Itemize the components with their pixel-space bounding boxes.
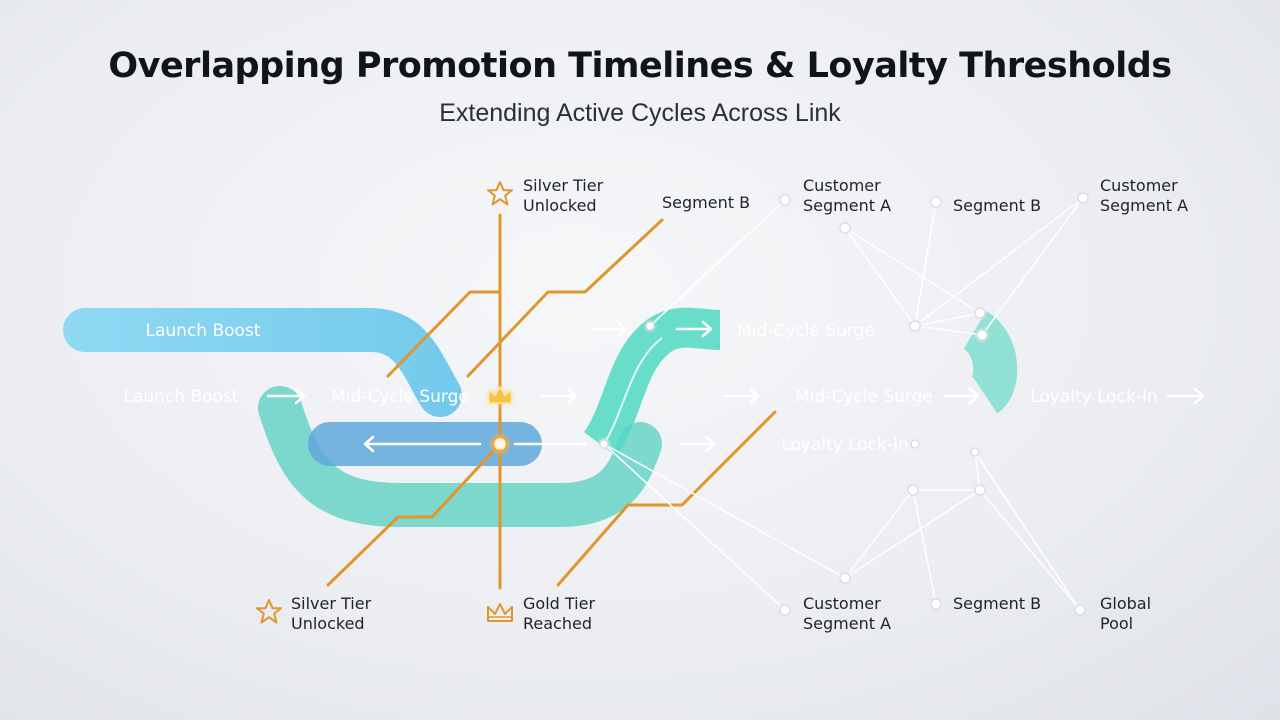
segment-label-global-pool-line2: Pool [1100, 614, 1133, 633]
network-node [779, 194, 791, 206]
network-node [1077, 192, 1089, 204]
segment-label-segment-b-top: Segment B [953, 196, 1041, 215]
network-node [645, 321, 655, 331]
network-node [976, 329, 988, 341]
network-node [974, 307, 986, 319]
diagram-subtitle: Extending Active Cycles Across Link [439, 99, 841, 127]
segment-label-customer-a-bottom-line1: Customer [803, 594, 881, 613]
milestone-gold-tier-line1: Gold Tier [523, 594, 595, 613]
crown-icon [488, 385, 512, 404]
segment-label-customer-a-top-1-line2: Segment A [803, 196, 891, 215]
network-node [970, 447, 980, 457]
track-label-launch-boost-top: Launch Boost [146, 321, 261, 341]
arrow-right-icon [540, 387, 578, 405]
star-icon [256, 599, 282, 624]
segment-label-segment-b-orange: Segment B [662, 193, 750, 212]
milestone-silver-tier-top-line1: Silver Tier [523, 176, 604, 195]
network-node [779, 604, 791, 616]
mid-cycle-surge-loop-band [258, 386, 662, 527]
segment-label-global-pool-line1: Global [1100, 594, 1151, 613]
network-node [930, 598, 942, 610]
track-label-mid-cycle-surge-right: Mid-Cycle Surge [795, 387, 933, 407]
gold-threshold-node [491, 435, 509, 453]
network-node [1074, 604, 1086, 616]
arrow-right-icon [722, 387, 760, 405]
threshold-line-segment-b [466, 218, 664, 378]
diagram-title: Overlapping Promotion Timelines & Loyalt… [108, 46, 1172, 86]
star-icon [487, 181, 513, 206]
network-node [909, 320, 921, 332]
arrow-right-icon [1166, 387, 1205, 405]
threshold-line-gold-diagonal [556, 410, 777, 587]
threshold-line-silver-top [386, 290, 500, 378]
track-label-mid-cycle-surge-main: Mid-Cycle Surge [331, 387, 469, 407]
arrow-right-icon [266, 387, 306, 405]
milestone-silver-tier-top-line2: Unlocked [523, 196, 597, 215]
segment-label-customer-a-top-1-line1: Customer [803, 176, 881, 195]
arrow-left-icon [363, 435, 482, 453]
direction-arrows [266, 320, 1205, 453]
milestone-silver-tier-bottom-line1: Silver Tier [291, 594, 372, 613]
network-node [839, 222, 851, 234]
segment-label-customer-a-top-2-line2: Segment A [1100, 196, 1188, 215]
segment-network [603, 197, 1084, 611]
milestone-silver-tier-bottom-line2: Unlocked [291, 614, 365, 633]
segment-label-customer-a-bottom-line2: Segment A [803, 614, 891, 633]
network-node [910, 439, 920, 449]
arrow-right-icon [943, 387, 980, 405]
arrow-right-icon [590, 320, 628, 338]
network-node [839, 572, 851, 584]
track-label-launch-boost-main: Launch Boost [124, 387, 239, 407]
segment-label-customer-a-top-2-line1: Customer [1100, 176, 1178, 195]
milestone-gold-tier-line2: Reached [523, 614, 592, 633]
arrow-right-icon [678, 435, 716, 453]
segment-label-segment-b-bottom: Segment B [953, 594, 1041, 613]
network-nodes [599, 192, 1089, 616]
network-node [599, 439, 609, 449]
network-node [930, 196, 942, 208]
network-node [974, 484, 986, 496]
threshold-line-silver-bottom [326, 442, 502, 587]
crown-icon [487, 603, 513, 622]
track-label-loyalty-lock-in-lower: Loyalty Lock-In [781, 435, 909, 455]
track-label-mid-cycle-surge-upper: Mid-Cycle Surge [737, 321, 875, 341]
network-node [907, 484, 919, 496]
arrow-right-icon [675, 320, 713, 338]
track-label-loyalty-lock-in-main: Loyalty Lock-In [1030, 387, 1158, 407]
